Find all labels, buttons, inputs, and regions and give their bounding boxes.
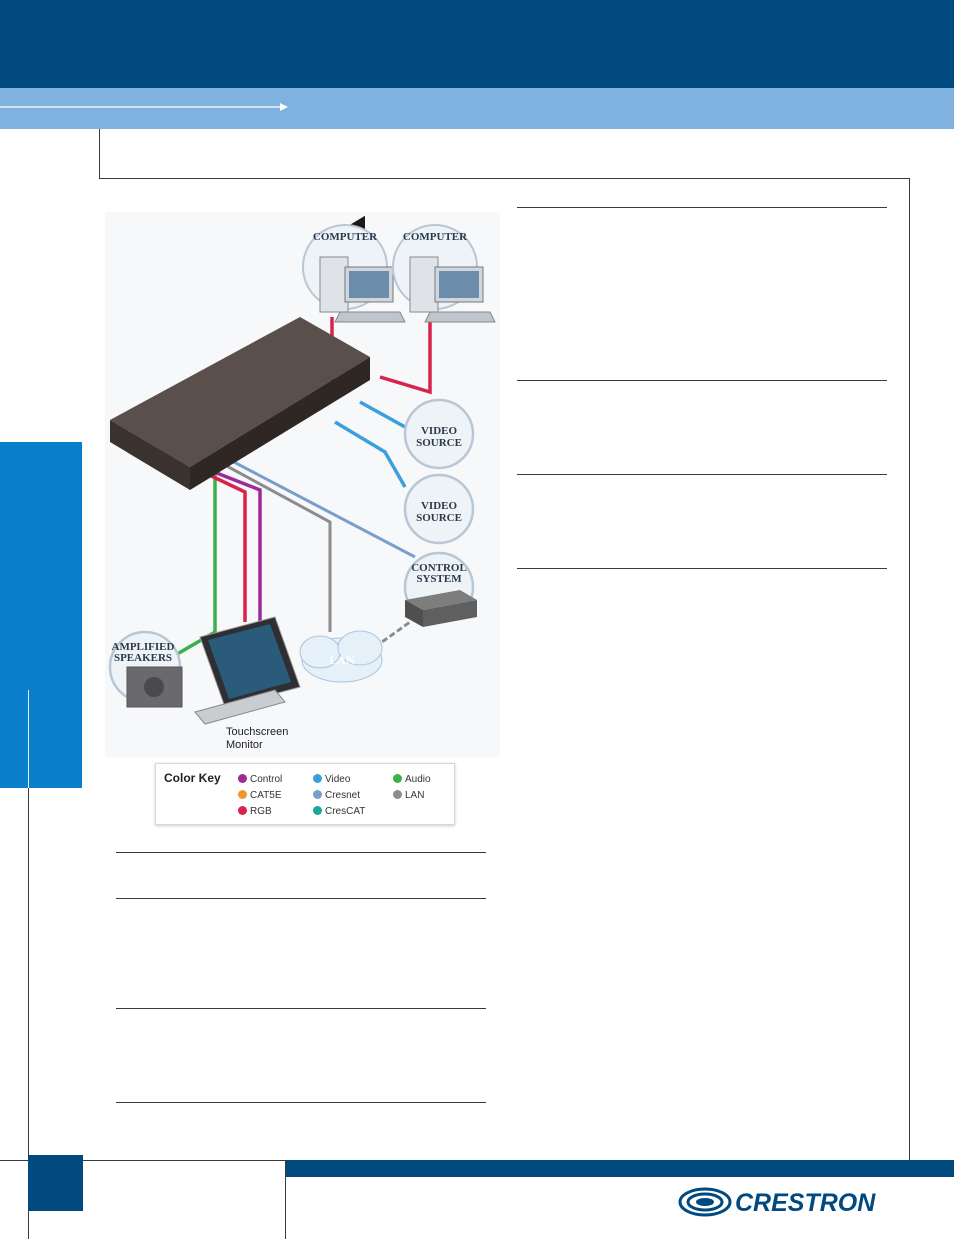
side-tab xyxy=(0,442,82,788)
video-source-2-label: SOURCE xyxy=(416,512,462,524)
cresnet-cable xyxy=(229,458,416,559)
lan-cable xyxy=(222,462,332,632)
lan-label: LAN xyxy=(329,653,355,667)
control-cable xyxy=(208,468,262,622)
cat5e-color-dot xyxy=(238,790,247,799)
audio-color-dot xyxy=(393,774,402,783)
speakers-icon xyxy=(108,630,183,708)
touchscreen-label: Monitor xyxy=(226,739,263,751)
footer-page-block xyxy=(28,1155,83,1211)
control-system-icon xyxy=(403,551,477,627)
key-item-control: Control xyxy=(238,774,282,785)
speakers-label: SPEAKERS xyxy=(114,652,172,664)
computer-1-icon xyxy=(302,224,406,323)
lan-color-dot xyxy=(393,790,402,799)
key-label: Video xyxy=(325,774,351,785)
video-source-2-label: VIDEO xyxy=(421,500,458,512)
key-label: RGB xyxy=(250,806,272,817)
logo-text: CRESTRON xyxy=(735,1189,876,1217)
footer-line xyxy=(0,1160,285,1161)
computer-1-label: COMPUTER xyxy=(313,231,378,243)
video-cable xyxy=(334,420,407,488)
divider xyxy=(517,380,887,381)
divider xyxy=(116,1102,486,1103)
control-system-label: CONTROL xyxy=(411,562,467,574)
arrow-right-icon xyxy=(0,103,288,111)
video-cable xyxy=(359,400,406,429)
key-label: Control xyxy=(250,774,283,785)
divider xyxy=(517,207,887,208)
key-item-video: Video xyxy=(313,774,350,785)
speakers-label: AMPLIFIED xyxy=(112,641,175,653)
control-color-dot xyxy=(238,774,247,783)
touchscreen-icon xyxy=(194,616,301,725)
video-source-1-label: SOURCE xyxy=(416,437,462,449)
cresnet-color-dot xyxy=(313,790,322,799)
key-label: CresCAT xyxy=(325,806,366,817)
divider xyxy=(116,852,486,853)
crestron-swoosh-icon xyxy=(678,1187,732,1217)
key-item-lan: LAN xyxy=(393,790,424,801)
key-item-audio: Audio xyxy=(393,774,431,785)
lan-cable xyxy=(374,620,411,649)
crestron-logo: CRESTRON xyxy=(678,1187,876,1217)
lan-cloud-icon xyxy=(299,630,383,683)
key-label: CAT5E xyxy=(250,790,282,801)
footer-bar xyxy=(285,1160,954,1177)
divider xyxy=(517,568,887,569)
key-label: Audio xyxy=(405,774,431,785)
divider xyxy=(116,1008,486,1009)
video-source-1-label: VIDEO xyxy=(421,425,458,437)
video-color-dot xyxy=(313,774,322,783)
key-item-rgb: RGB xyxy=(238,806,272,817)
key-item-cresnet: Cresnet xyxy=(313,790,360,801)
divider xyxy=(116,898,486,899)
frame-line xyxy=(28,788,29,1239)
video-source-2-icon xyxy=(403,473,475,545)
rgb-color-dot xyxy=(238,806,247,815)
computer-2-label: COMPUTER xyxy=(403,231,468,243)
rgb-cable xyxy=(202,470,247,622)
touchscreen-label: Touchscreen xyxy=(226,726,288,738)
header-band xyxy=(0,0,954,88)
key-label: LAN xyxy=(405,790,425,801)
rgb-cable xyxy=(379,317,432,395)
connection-diagram: COMPUTER COMPUTER VIDEO SOURCE VIDEO SOU… xyxy=(105,212,500,757)
divider xyxy=(517,474,887,475)
subheader-band xyxy=(0,88,954,129)
key-item-crescat: CresCAT xyxy=(313,806,365,817)
frame-line xyxy=(99,129,100,179)
control-system-label: SYSTEM xyxy=(416,573,462,585)
color-key-title: Color Key xyxy=(164,771,221,785)
key-item-cat5e: CAT5E xyxy=(238,790,282,801)
key-label: Cresnet xyxy=(325,790,361,801)
computer-2-icon xyxy=(392,224,496,323)
color-key: Color Key Control CAT5E RGB Video Cresne… xyxy=(155,763,455,825)
video-source-1-icon xyxy=(403,398,475,470)
crescat-color-dot xyxy=(313,806,322,815)
frame-line xyxy=(99,178,910,179)
footer-divider xyxy=(285,1160,286,1239)
side-tab-line xyxy=(28,690,29,788)
frame-line xyxy=(909,178,910,1163)
